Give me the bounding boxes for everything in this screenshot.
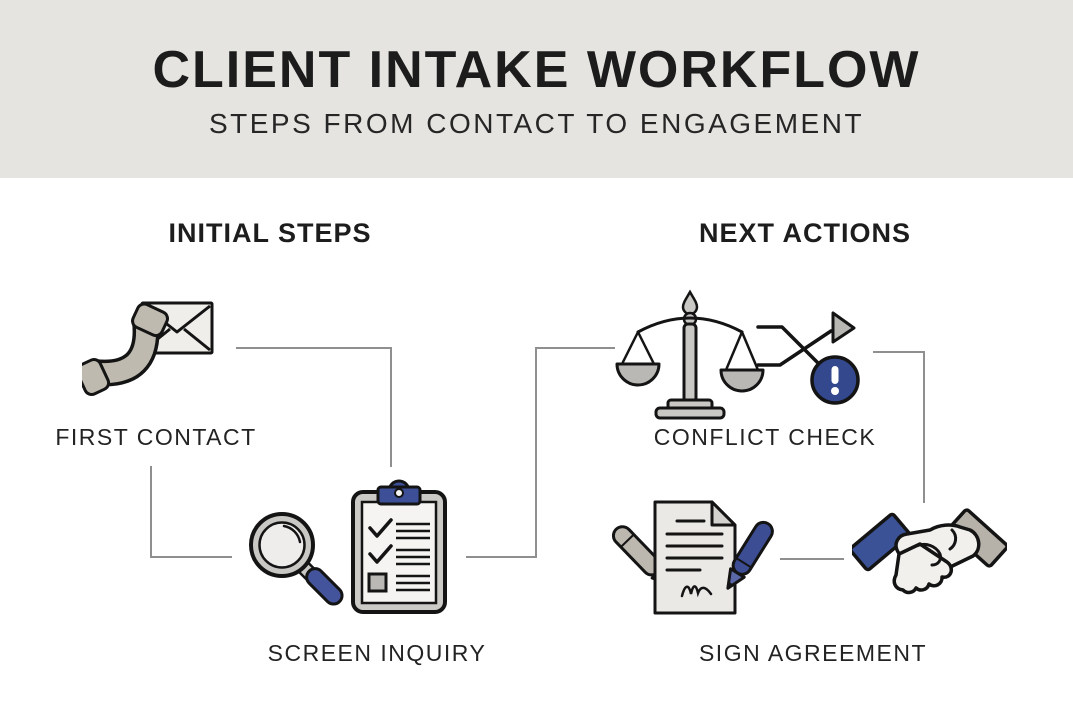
connector-screen-inquiry-to-conflict-check-h1 [466, 556, 537, 558]
step-label-sign-agreement: SIGN AGREEMENT [698, 640, 928, 666]
document-pens-icon [611, 500, 774, 615]
phone-envelope-icon [75, 301, 214, 396]
connector-screen-inquiry-to-conflict-check-h2 [535, 347, 615, 349]
column-header-next-actions: NEXT ACTIONS [698, 218, 911, 248]
connector-first-contact-to-screen-inquiry-h [236, 347, 392, 349]
scales-crossing-arrows-icon [615, 289, 860, 420]
screen-inquiry-icon-group [228, 478, 450, 625]
clipboard-checklist-icon [351, 479, 447, 614]
connector-conflict-check-to-handshake-v [923, 351, 925, 503]
magnifier-icon [249, 512, 344, 606]
connector-screen-inquiry-to-conflict-check-v [535, 347, 537, 558]
connector-document-to-handshake-h [780, 558, 844, 560]
conflict-check-icon-group [612, 288, 872, 427]
page-title: CLIENT INTAKE WORKFLOW [152, 41, 921, 99]
left-sleeve [849, 512, 911, 572]
step-label-first-contact: FIRST CONTACT [55, 424, 257, 450]
sign-agreement-icon-group [598, 488, 793, 625]
step-label-screen-inquiry: SCREEN INQUIRY [267, 640, 487, 666]
signature-squiggle [680, 585, 713, 598]
connector-conflict-check-to-handshake-h [873, 351, 925, 353]
scales-icon [615, 289, 765, 420]
handshake-icon-group [849, 502, 1009, 615]
lower-hand [892, 542, 954, 595]
connector-first-contact-label-down-v [150, 466, 152, 558]
column-header-initial-steps: INITIAL STEPS [168, 218, 372, 248]
blue-pen-icon [726, 520, 774, 590]
crossing-arrows-icon [756, 311, 856, 367]
header-band [0, 0, 1073, 178]
connector-first-contact-label-down-h [150, 556, 232, 558]
step-label-conflict-check: CONFLICT CHECK [653, 424, 877, 450]
handshake-icon [849, 508, 1009, 595]
connector-first-contact-to-screen-inquiry-v [390, 347, 392, 467]
magnifier-clipboard-icon [249, 479, 447, 614]
phone-icon [75, 302, 169, 396]
signed-document-icon [653, 500, 737, 615]
page-subtitle: STEPS FROM CONTACT TO ENGAGEMENT [208, 108, 865, 139]
first-contact-icon-group [75, 293, 237, 416]
exclamation-badge-icon [810, 355, 860, 405]
